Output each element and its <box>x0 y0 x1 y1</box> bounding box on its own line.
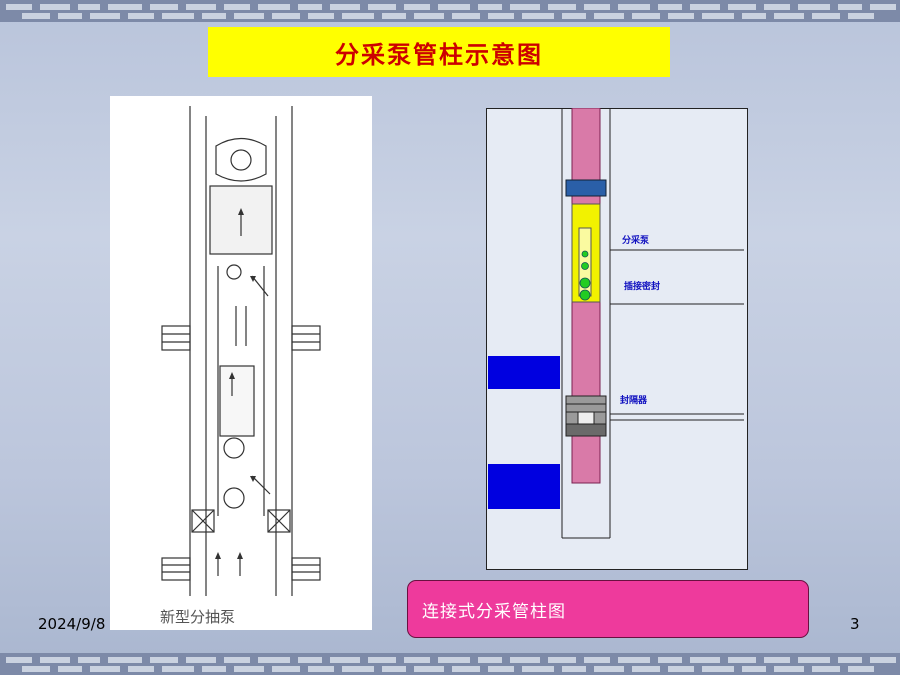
string-diagram-svg <box>486 107 748 570</box>
label-pump: 分采泵 <box>622 236 650 246</box>
top-decor-strip <box>0 0 900 22</box>
slide-title-box: 分采泵管柱示意图 <box>208 27 670 77</box>
right-figure-caption-box: 连接式分采管柱图 <box>407 580 809 638</box>
left-pump-drawing <box>110 96 372 630</box>
slide-title: 分采泵管柱示意图 <box>335 40 543 69</box>
right-string-diagram: 分采泵 插接密封 封隔器 <box>486 107 748 570</box>
label-connect-seal: 插接密封 <box>624 282 661 292</box>
pump-line-drawing <box>161 106 321 596</box>
left-figure-caption: 新型分抽泵 <box>160 608 236 626</box>
bottom-decor-strip <box>0 653 900 675</box>
slide-date: 2024/9/8 <box>38 615 106 633</box>
page-number: 3 <box>850 615 860 633</box>
right-figure-caption: 连接式分采管柱图 <box>422 601 566 622</box>
label-packer: 封隔器 <box>620 396 648 406</box>
